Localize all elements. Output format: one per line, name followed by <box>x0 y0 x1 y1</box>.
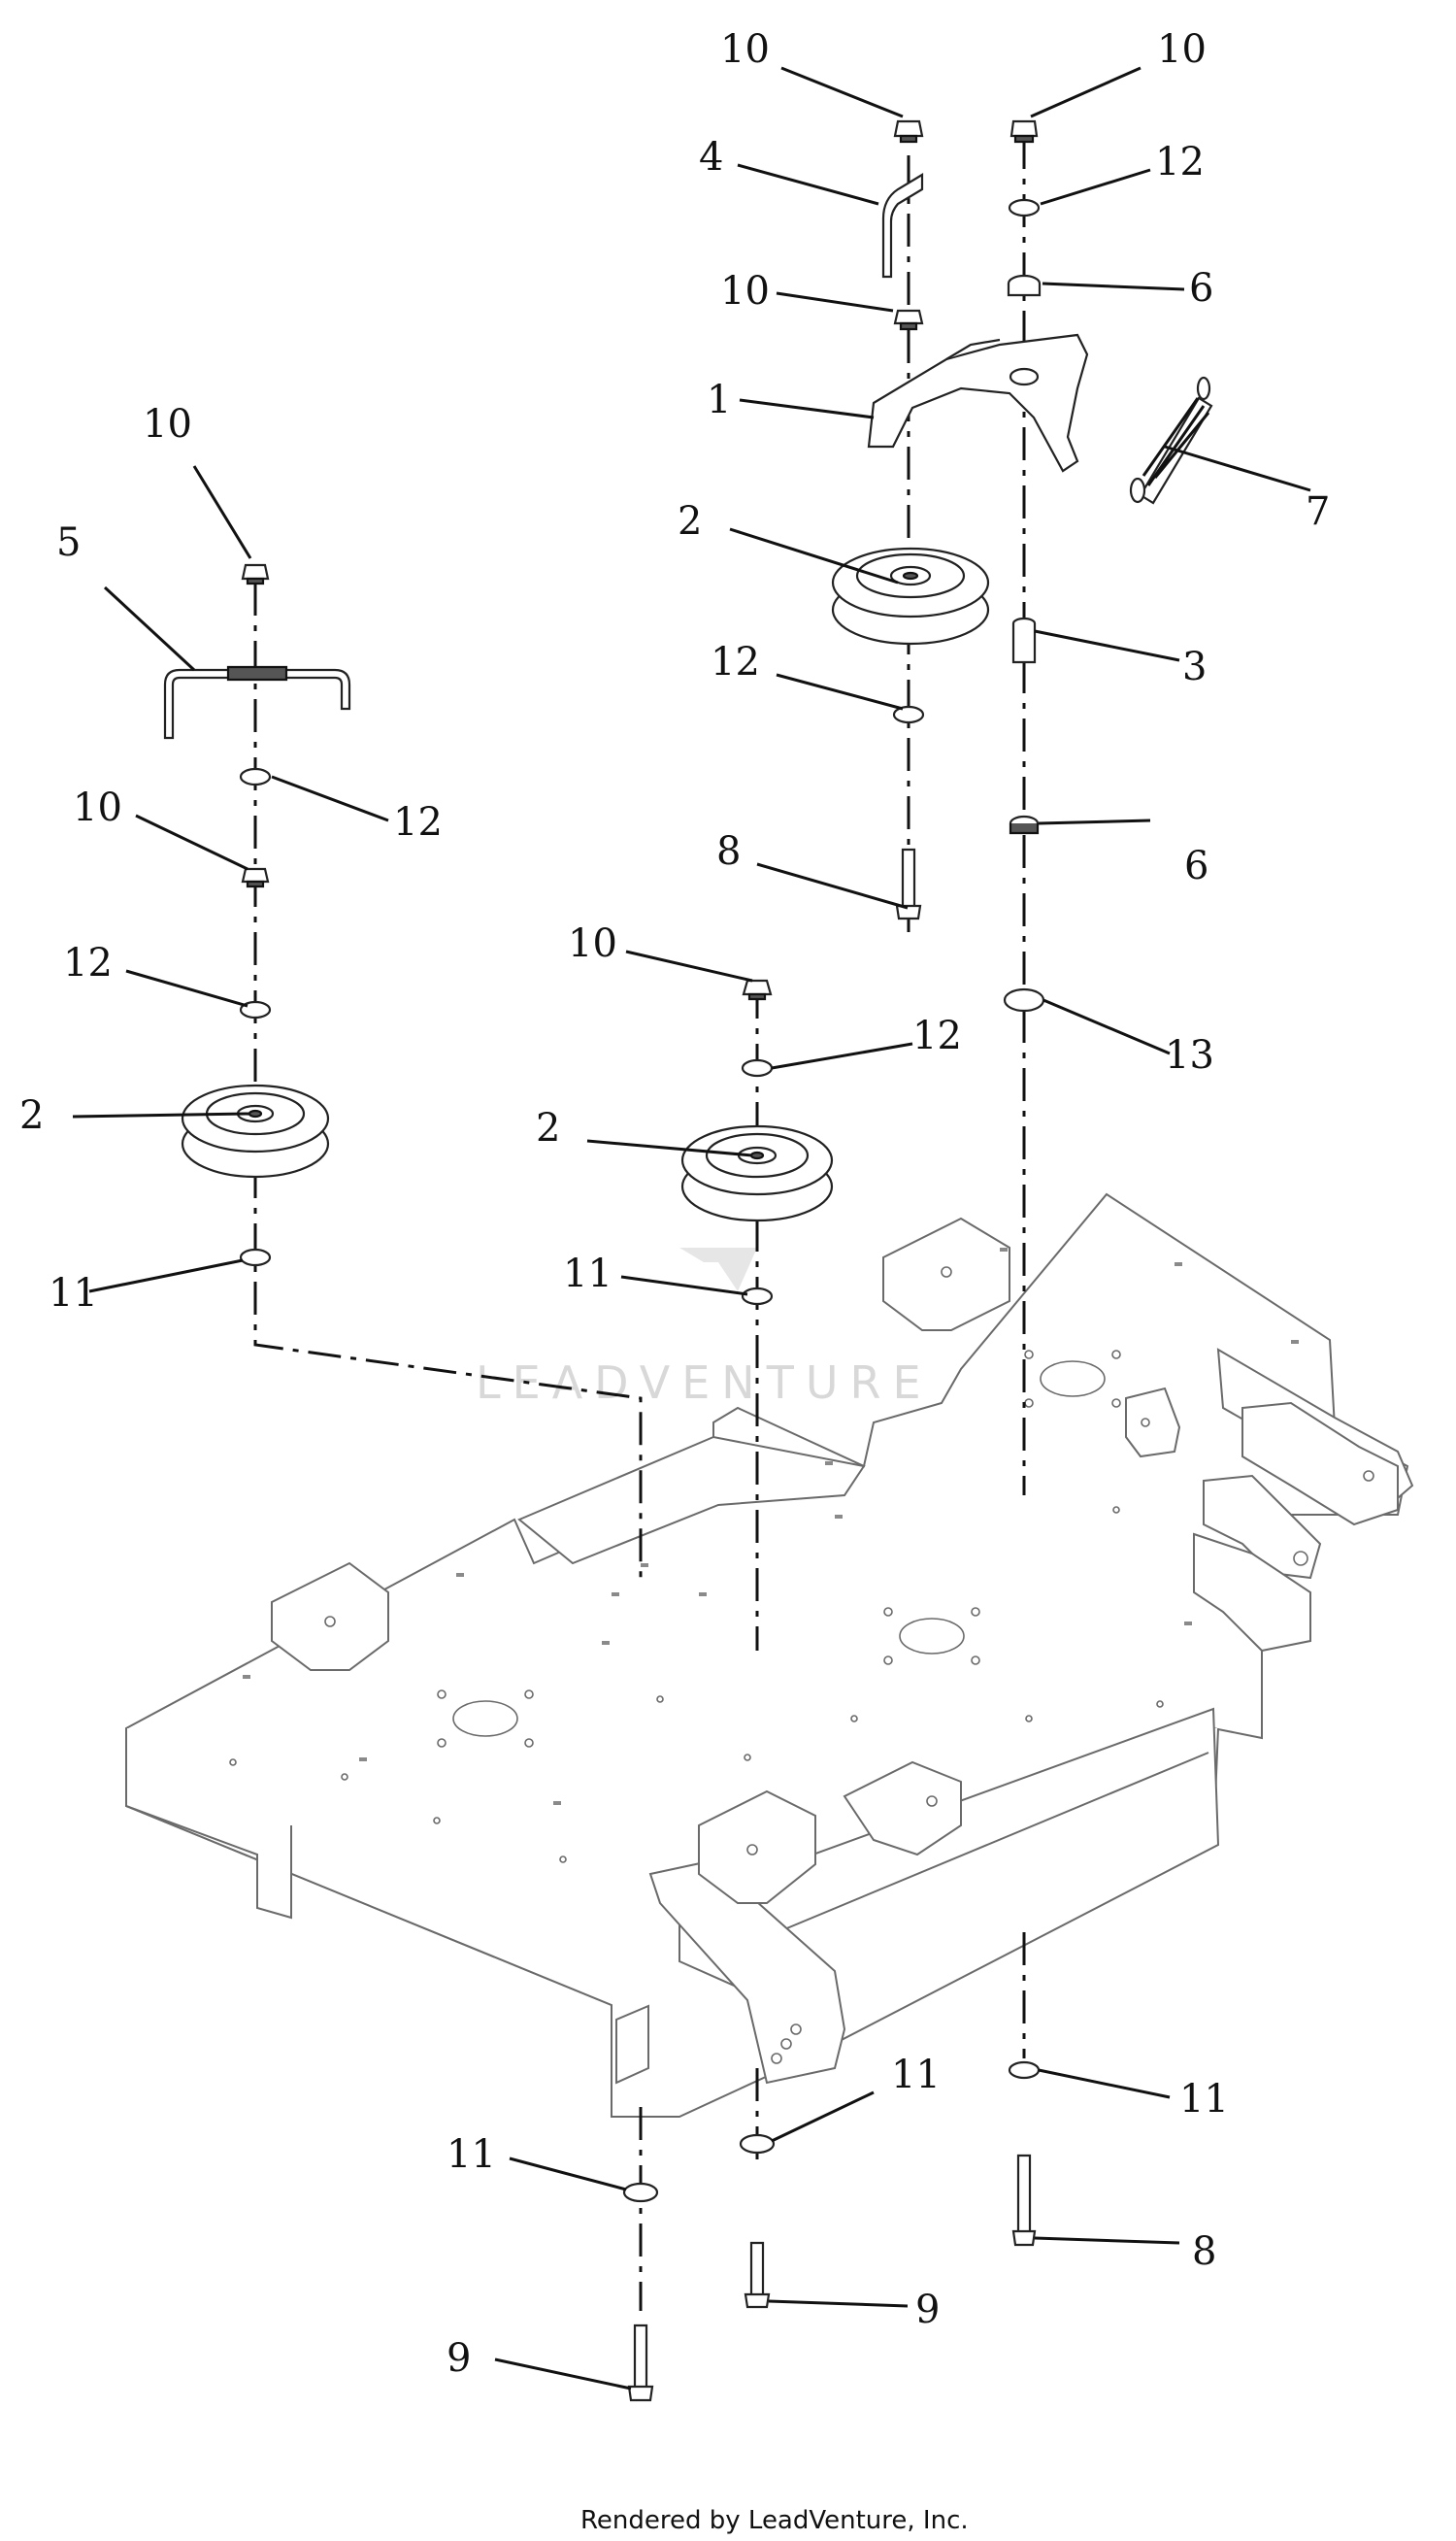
callout-label: 1 <box>707 378 731 422</box>
pulley-part-2-a <box>831 547 990 646</box>
washer-part-11-c <box>1008 2060 1041 2080</box>
callout-label: 11 <box>447 2132 496 2177</box>
bolt-part-8-b <box>744 2241 771 2309</box>
callout-label: 11 <box>1179 2077 1229 2122</box>
pulley-part-2-b <box>181 1084 330 1179</box>
bolt-part-8-a <box>895 848 922 920</box>
callout-label: 12 <box>63 941 113 986</box>
leader-lines <box>72 66 1311 2391</box>
assembly-centerlines <box>253 136 1026 2311</box>
bushing-part-6-a <box>1007 274 1042 297</box>
callout-label: 12 <box>912 1014 962 1058</box>
bolt-part-9-b <box>627 2324 654 2402</box>
callout-label: 4 <box>699 135 723 180</box>
callout-label: 12 <box>393 800 443 845</box>
callout-label: 5 <box>56 520 81 565</box>
washer-part-12-a <box>1008 198 1041 217</box>
callout-label: 10 <box>720 27 770 72</box>
callout-label: 11 <box>891 2053 941 2097</box>
spacer-part-3 <box>1011 617 1037 664</box>
callout-label: 6 <box>1189 266 1213 311</box>
nut-part-10-a <box>893 119 924 144</box>
pulley-part-2-c <box>680 1124 834 1222</box>
washer-part-12-d <box>239 1000 272 1020</box>
nut-part-10-b <box>1009 119 1039 144</box>
callout-label: 2 <box>19 1093 44 1138</box>
callout-label: 11 <box>49 1271 98 1316</box>
bushing-part-6-b <box>1009 815 1040 835</box>
pin-part-4 <box>881 173 924 279</box>
washer-part-11-b <box>741 1287 774 1306</box>
callout-label: 9 <box>915 2288 940 2332</box>
bolt-part-9-a <box>1011 2154 1037 2247</box>
callout-label: 2 <box>678 499 702 544</box>
callout-label: 7 <box>1306 489 1330 534</box>
watermark: LEADVENTURE <box>476 1248 933 1409</box>
washer-part-12-c <box>239 767 272 786</box>
washer-part-11-e <box>622 2182 659 2203</box>
callout-label: 10 <box>568 921 617 966</box>
callout-label: 9 <box>447 2336 471 2381</box>
washer-part-12-e <box>741 1058 774 1078</box>
callout-label: 3 <box>1182 645 1207 689</box>
washer-part-12-b <box>892 705 925 724</box>
callout-label: 8 <box>716 829 741 874</box>
nut-part-10-d <box>241 563 270 585</box>
rod-part-5 <box>163 665 351 740</box>
parts <box>163 119 1213 2402</box>
callout-label: 11 <box>563 1252 612 1296</box>
callout-label: 2 <box>536 1106 560 1151</box>
callout-label: 8 <box>1192 2229 1216 2274</box>
callout-label: 10 <box>143 402 192 447</box>
callout-label: 10 <box>1157 27 1207 72</box>
callout-label: 6 <box>1184 844 1208 888</box>
washer-part-13 <box>1003 987 1045 1013</box>
washer-part-11-a <box>239 1248 272 1267</box>
nut-part-10-f <box>742 979 773 1001</box>
callout-label: 13 <box>1165 1033 1214 1078</box>
washer-part-11-d <box>739 2133 776 2155</box>
watermark-text: LEADVENTURE <box>476 1356 933 1409</box>
callout-label: 12 <box>1155 140 1205 184</box>
callout-label: 10 <box>720 269 770 314</box>
callout-labels: 10 10 4 12 10 6 1 7 10 5 2 3 12 12 10 8 … <box>19 27 1330 2381</box>
callout-label: 12 <box>711 640 760 685</box>
nut-part-10-c <box>893 309 924 331</box>
mower-deck <box>125 1192 1414 2118</box>
callout-label: 10 <box>73 786 122 830</box>
nut-part-10-e <box>241 867 270 888</box>
footer-credit: Rendered by LeadVenture, Inc. <box>580 2506 969 2535</box>
spring-part-7 <box>1129 376 1213 505</box>
idler-bracket-part-1 <box>867 333 1089 473</box>
